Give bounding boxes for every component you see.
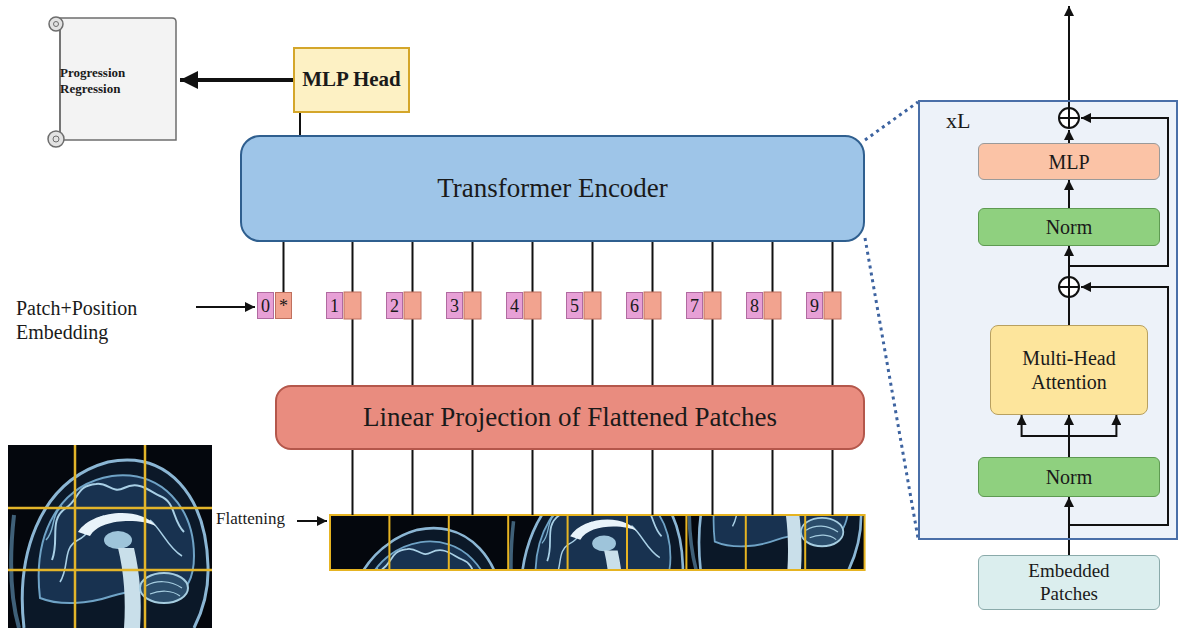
- connector-line: [1022, 415, 1069, 457]
- embedding-label: Patch+Position Embedding: [16, 296, 194, 344]
- patch-embedding-slots: [344, 292, 841, 319]
- position-index: 3: [446, 292, 463, 319]
- position-index: 7: [686, 292, 703, 319]
- position-index: 8: [746, 292, 763, 319]
- position-index: 5: [566, 292, 583, 319]
- norm-box: Norm: [978, 208, 1160, 246]
- node-label: Progression Regression: [60, 65, 148, 96]
- mlp-box: MLP: [978, 143, 1160, 180]
- node-label: MLP: [1048, 150, 1089, 174]
- connector: [283, 242, 284, 292]
- label-arrow: [297, 520, 327, 522]
- connector: [1022, 415, 1117, 457]
- node-label: Embedded Patches: [1004, 560, 1134, 606]
- brain-mri-image: [8, 445, 212, 628]
- label-arrow: [196, 306, 255, 308]
- projection-box: Linear Projection of Flattened Patches: [275, 385, 865, 450]
- node-label: Linear Projection of Flattened Patches: [363, 401, 777, 433]
- connector: [300, 113, 301, 135]
- norm-box: Norm: [978, 457, 1160, 497]
- mlp-head-box: MLP Head: [293, 47, 410, 113]
- node-label: Multi-Head Attention: [997, 346, 1141, 394]
- connector: [1069, 497, 1070, 555]
- position-index: 1: [326, 292, 343, 319]
- node-label: 9: [810, 297, 819, 315]
- connector-line: [299, 113, 301, 135]
- sum-symbol: [1059, 108, 1079, 128]
- output-scroll: Progression Regression: [42, 12, 180, 150]
- scroll-curl: [49, 17, 63, 31]
- connector-line: [1068, 497, 1070, 555]
- zoom-dotted-line: [865, 102, 918, 538]
- position-index: 0: [257, 292, 274, 319]
- position-index: 9: [806, 292, 823, 319]
- position-index: 6: [626, 292, 643, 319]
- encoder-panel-ground: [918, 100, 1178, 540]
- scroll-curl: [48, 131, 64, 147]
- node-label: 1: [330, 297, 339, 315]
- node-label: xL: [946, 108, 970, 134]
- node-label: 0: [261, 297, 270, 315]
- connector-line: [1068, 180, 1070, 208]
- node-label: Transformer Encoder: [437, 172, 668, 204]
- node-label: 8: [750, 297, 759, 315]
- scroll-curl: [54, 22, 59, 27]
- node-label: 3: [450, 297, 459, 315]
- class-token: *: [275, 292, 292, 319]
- position-index: 4: [506, 292, 523, 319]
- connector: [1069, 180, 1070, 208]
- scroll-curl: [53, 136, 59, 142]
- node-label: 2: [390, 297, 399, 315]
- flattening-label: Flattening: [216, 509, 285, 529]
- node-label: Norm: [1046, 215, 1093, 239]
- node-label: 4: [510, 297, 519, 315]
- node-label: Norm: [1046, 465, 1093, 489]
- token-wires: [353, 242, 833, 515]
- label-text: Patch+Position Embedding: [16, 296, 194, 344]
- sum-symbol: [1059, 277, 1079, 297]
- connector-line: [1069, 415, 1116, 457]
- encoder-block-panel: xLMLPNormMulti-Head AttentionNorm: [918, 100, 1178, 540]
- node-label: 7: [690, 297, 699, 315]
- connector-line: [283, 242, 285, 292]
- position-index: 2: [386, 292, 403, 319]
- node-label: *: [279, 297, 288, 315]
- node-label: 6: [630, 297, 639, 315]
- encoder-box: Transformer Encoder: [240, 135, 865, 242]
- attention-box: Multi-Head Attention: [990, 325, 1148, 415]
- scroll-sheet: [60, 18, 176, 140]
- node-label: 5: [570, 297, 579, 315]
- label-text: Flattening: [216, 509, 285, 529]
- node-label: MLP Head: [302, 67, 401, 92]
- residual-wires: [1069, 6, 1168, 525]
- connector-line: [180, 78, 293, 82]
- connector: [180, 80, 293, 81]
- input-box: Embedded Patches: [978, 555, 1160, 610]
